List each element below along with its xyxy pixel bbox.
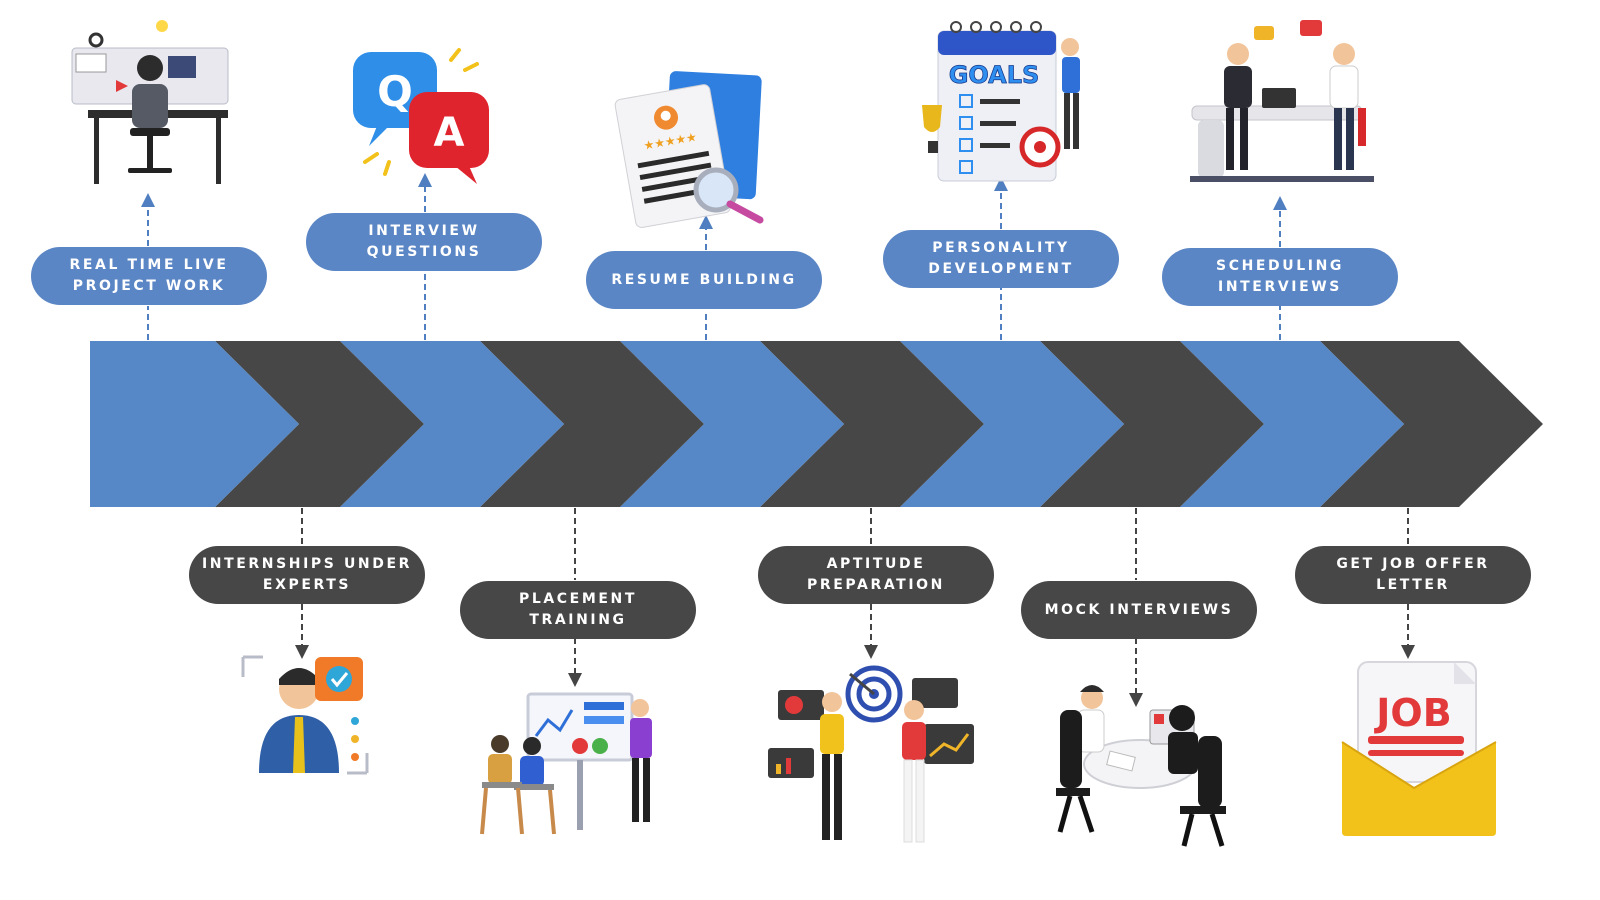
chevron-2: [215, 341, 424, 507]
qa-bubbles-icon: Q A: [353, 48, 489, 184]
step-label: MOCK INTERVIEWS: [1044, 601, 1234, 618]
qa-q-letter: Q: [377, 67, 413, 116]
step-label: REAL TIME LIVE PROJECT WORK: [69, 257, 229, 294]
developer-at-desk-icon: [71, 20, 229, 184]
step-placement-training: PLACEMENT TRAINING: [460, 581, 696, 639]
job-offer-envelope-icon: JOB: [1341, 661, 1497, 836]
chevron-4: [480, 341, 704, 507]
chevron-band: [90, 341, 1543, 507]
step-internships-under-experts: INTERNSHIPS UNDER EXPERTS: [189, 546, 425, 604]
chevron-10: [1320, 341, 1543, 507]
step-label: SCHEDULING INTERVIEWS: [1216, 258, 1344, 295]
step-label: INTERNSHIPS UNDER EXPERTS: [201, 556, 412, 593]
resume-magnifier-icon: ★★★★★: [614, 71, 764, 228]
aptitude-target-icon: [768, 665, 974, 843]
step-scheduling-interviews: SCHEDULING INTERVIEWS: [1162, 248, 1398, 306]
step-mock-interviews: MOCK INTERVIEWS: [1021, 581, 1257, 639]
step-real-time-live-project-work: REAL TIME LIVE PROJECT WORK: [31, 247, 267, 305]
connector-lines: [141, 173, 1415, 707]
step-label: PLACEMENT TRAINING: [518, 591, 638, 628]
step-get-job-offer-letter: GET JOB OFFER LETTER: [1295, 546, 1531, 604]
step-aptitude-preparation: APTITUDE PREPARATION: [758, 546, 994, 604]
chevron-1: [90, 341, 299, 507]
illustrations: Q A ★★★★★: [71, 20, 1497, 847]
goals-board-icon: GOALS: [922, 21, 1080, 182]
step-label: APTITUDE PREPARATION: [807, 556, 945, 593]
step-personality-development: PERSONALITY DEVELOPMENT: [883, 230, 1119, 288]
qa-a-letter: A: [434, 110, 465, 156]
mock-interview-icon: [1056, 685, 1226, 847]
step-resume-building: RESUME BUILDING: [586, 251, 822, 309]
interview-meeting-icon: [1190, 20, 1374, 182]
step-label: PERSONALITY DEVELOPMENT: [928, 240, 1074, 277]
step-label: INTERVIEW QUESTIONS: [366, 223, 482, 260]
job-word: JOB: [1373, 691, 1451, 735]
expert-approval-icon: [241, 655, 369, 775]
step-label: GET JOB OFFER LETTER: [1336, 556, 1490, 593]
step-interview-questions: INTERVIEW QUESTIONS: [306, 213, 542, 271]
chevron-7: [900, 341, 1124, 507]
chevron-6: [760, 341, 984, 507]
chevron-3: [340, 341, 564, 507]
chevron-9: [1180, 341, 1404, 507]
goals-word: GOALS: [949, 61, 1040, 89]
training-presentation-icon: [480, 692, 652, 835]
chevron-8: [1040, 341, 1264, 507]
step-label: RESUME BUILDING: [611, 271, 797, 288]
chevron-5: [620, 341, 844, 507]
